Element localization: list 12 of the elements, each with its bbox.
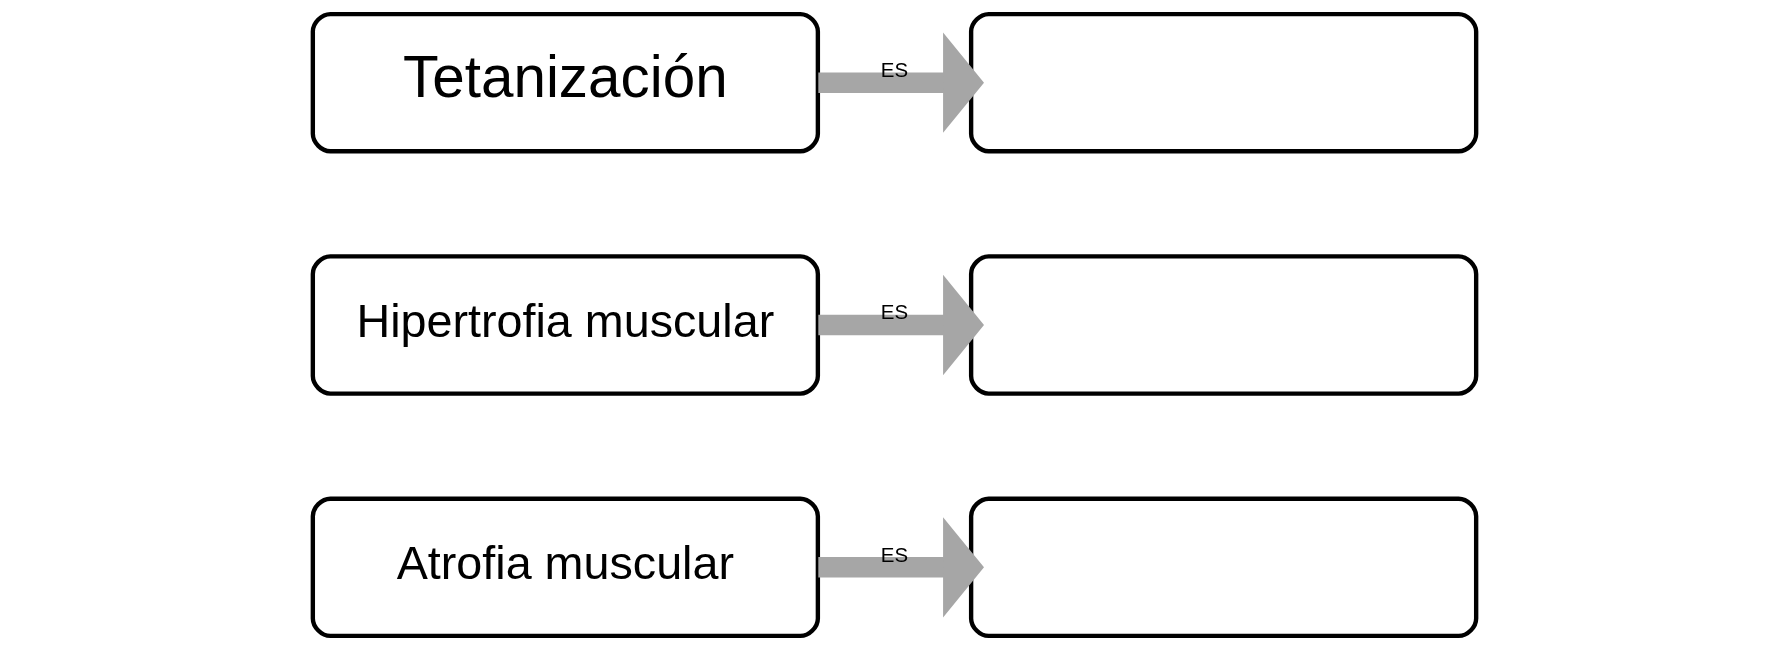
node-box: [968, 496, 1478, 639]
arrow: [817, 517, 984, 618]
edge-label: ES: [880, 59, 908, 82]
arrow: [817, 274, 984, 376]
node-box: Atrofia muscular: [310, 496, 820, 639]
edge-label: ES: [880, 543, 908, 566]
node-box: [968, 254, 1478, 396]
node-box: Tetanización: [310, 11, 820, 154]
node-box: [968, 11, 1478, 154]
edge-label: ES: [880, 301, 908, 324]
arrow: [817, 32, 984, 133]
node-box: Hipertrofia muscular: [310, 254, 820, 396]
